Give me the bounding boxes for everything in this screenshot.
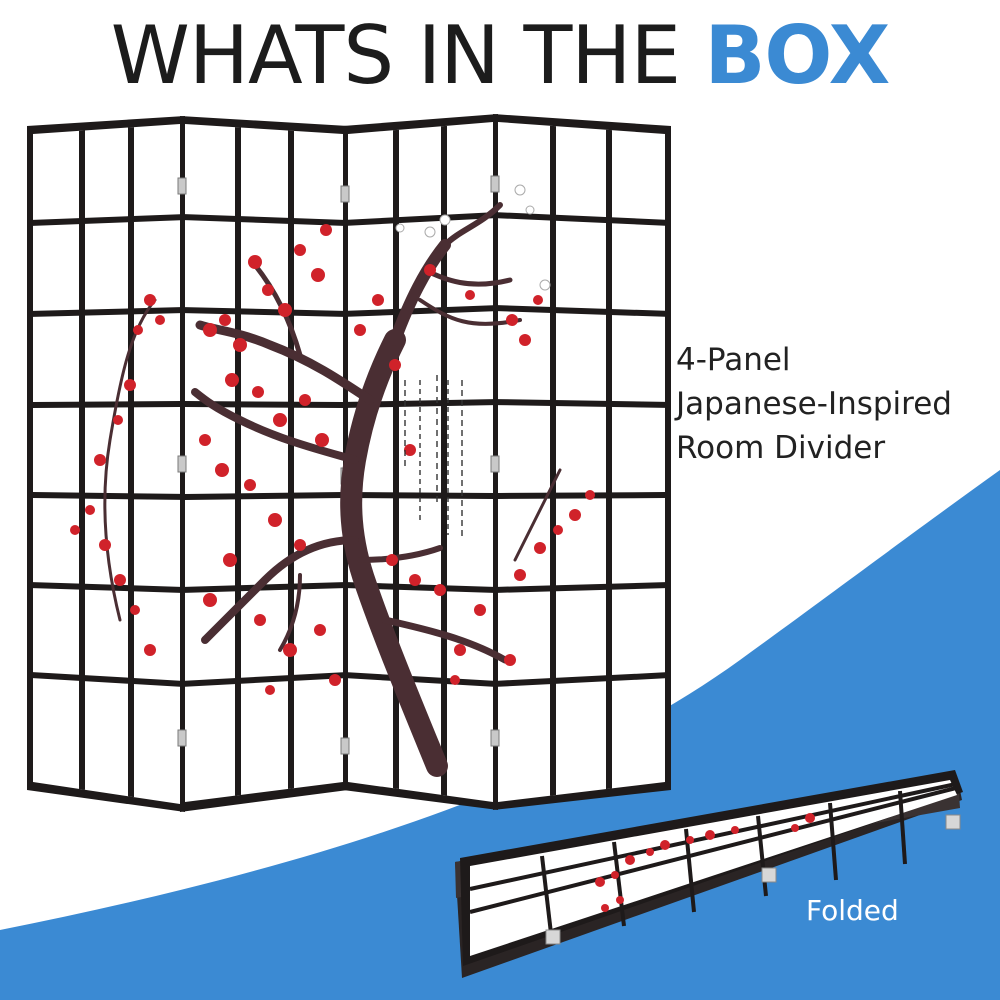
product-caption-line-2: Japanese-Inspired xyxy=(676,386,952,422)
cherry-blossom-illustration xyxy=(103,202,562,777)
cherry-blossom-flowers xyxy=(70,224,595,695)
product-caption-line-3: Room Divider xyxy=(676,430,886,466)
folded-caption: Folded xyxy=(806,894,899,927)
calligraphy-decoration xyxy=(404,375,463,540)
product-caption: 4-Panel Japanese-Inspired Room Divider xyxy=(676,338,952,470)
title-main: WHATS IN THE xyxy=(110,9,681,102)
hinge-icon xyxy=(340,737,350,755)
hinge-icon xyxy=(945,814,961,830)
hinge-icon xyxy=(177,729,187,747)
hinge-icon xyxy=(177,455,187,473)
hinge-icon xyxy=(761,867,777,883)
hinge-icon xyxy=(545,929,561,945)
title-accent: BOX xyxy=(704,9,890,102)
divider-panel-4 xyxy=(493,114,671,810)
divider-panel-2 xyxy=(180,116,348,812)
hinge-icon xyxy=(490,175,500,193)
hinge-icon xyxy=(340,185,350,203)
hinge-icon xyxy=(490,455,500,473)
hinge-icon xyxy=(177,177,187,195)
hinge-icon xyxy=(490,729,500,747)
folded-divider xyxy=(455,770,963,978)
product-caption-line-1: 4-Panel xyxy=(676,342,791,378)
page-title: WHATS IN THE BOX xyxy=(0,10,1000,102)
